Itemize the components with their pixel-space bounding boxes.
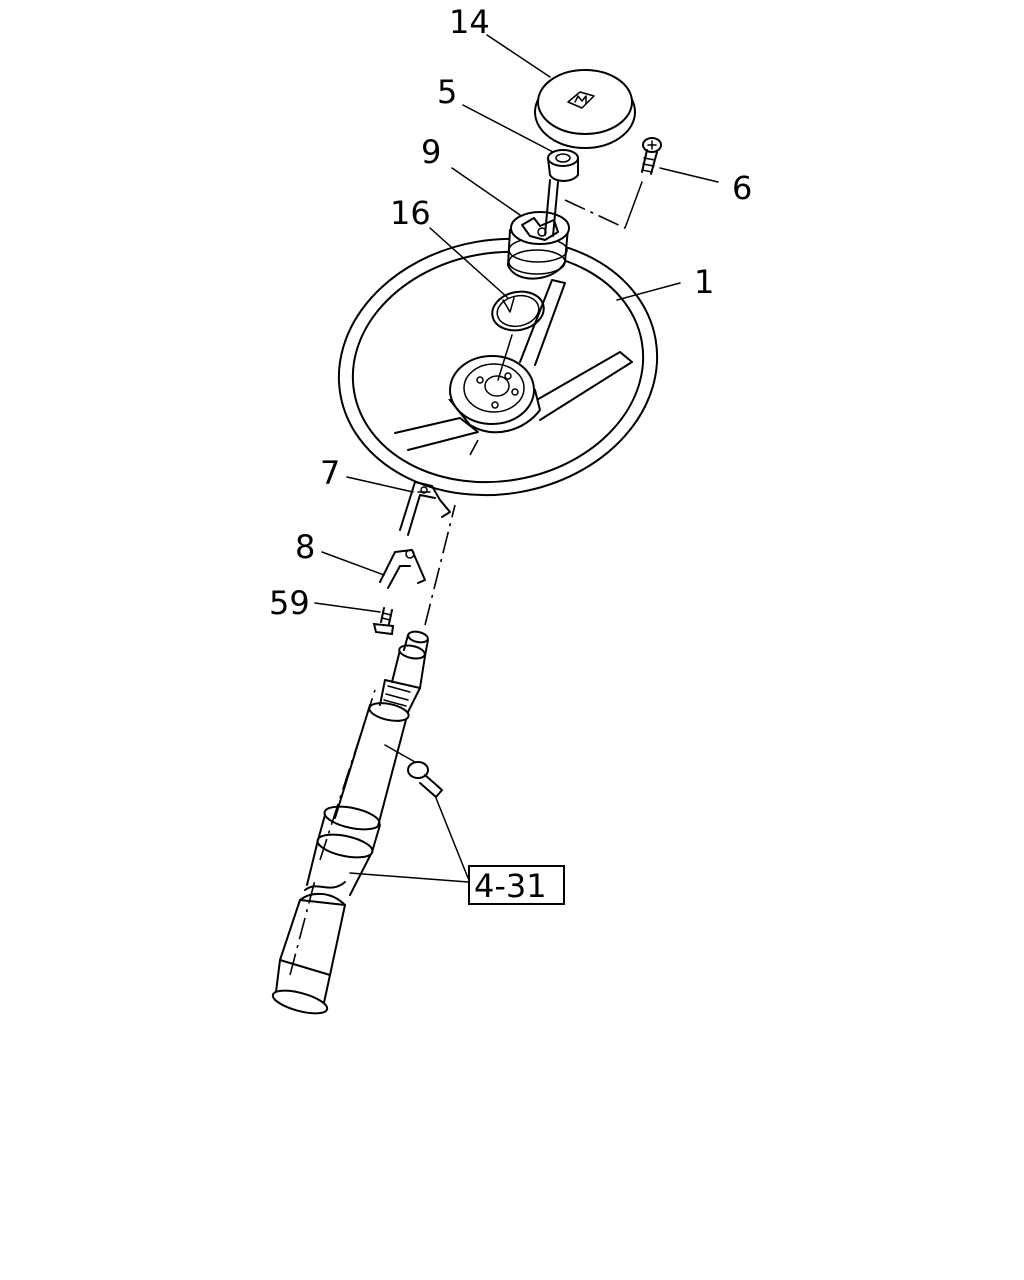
wheel-rim-outer — [337, 237, 659, 497]
callout-7: 7 — [320, 454, 340, 492]
callout-1: 1 — [694, 263, 714, 301]
callout-14: 14 — [449, 3, 490, 41]
figure-reference-label: 4-31 — [474, 867, 547, 905]
callout-59: 59 — [269, 584, 310, 622]
wheel-spoke-right — [527, 351, 633, 421]
snap-ring — [491, 290, 545, 332]
shaft-end-face — [271, 989, 329, 1015]
bracket-upper — [399, 481, 451, 536]
callout-5: 5 — [437, 73, 457, 111]
wheel-spoke-left — [394, 417, 479, 451]
column-spline-joint — [379, 679, 421, 713]
manufacturer-logo-icon — [567, 91, 595, 109]
horn-pad — [534, 69, 636, 149]
figure-reference[interactable]: 4-31 — [468, 865, 565, 905]
bolt — [372, 607, 395, 636]
column-lower-tube — [279, 899, 346, 976]
wheel-rim-inner — [351, 250, 645, 484]
wheel-hub — [449, 355, 535, 425]
callout-16: 16 — [390, 194, 431, 232]
bracket-lower — [379, 549, 426, 589]
steering-column — [271, 439, 479, 1015]
callout-8: 8 — [295, 528, 315, 566]
callout-9: 9 — [421, 133, 441, 171]
horn-pad-cover — [537, 69, 633, 135]
steering-wheel — [337, 237, 659, 497]
leader-lines — [314, 34, 719, 883]
figure-reference-box — [468, 865, 565, 905]
hub-adapter — [506, 211, 570, 280]
wheel-spoke-top — [519, 279, 566, 366]
column-bolt — [384, 744, 443, 798]
hub-nut — [546, 149, 579, 182]
screw — [641, 137, 662, 175]
callout-6: 6 — [732, 169, 752, 207]
